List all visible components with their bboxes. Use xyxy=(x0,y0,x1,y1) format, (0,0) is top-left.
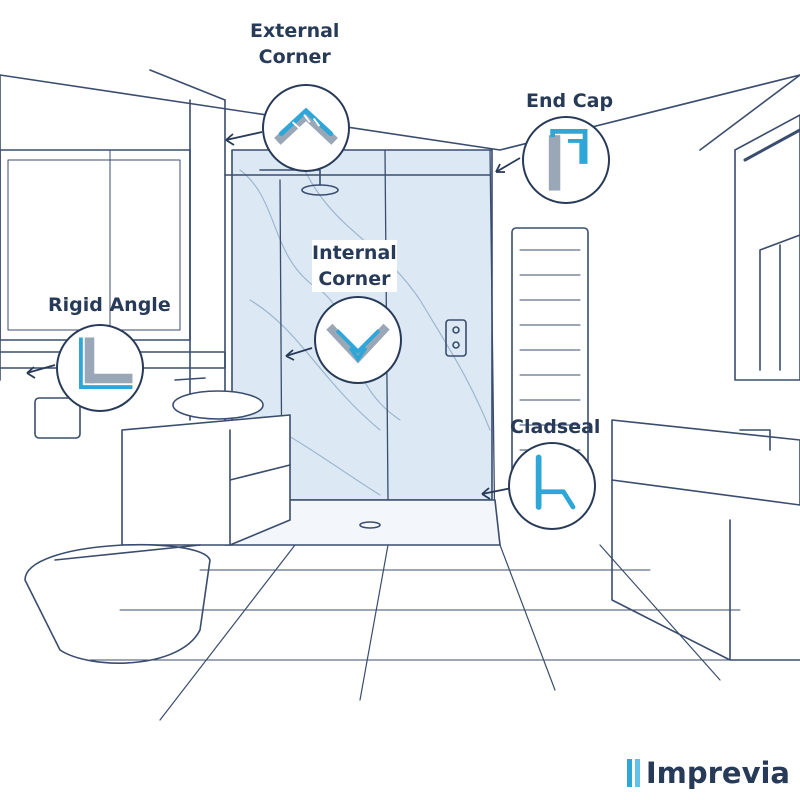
external-corner-label: External Corner xyxy=(250,20,340,68)
toilet xyxy=(24,543,211,664)
rigid-angle-label: Rigid Angle xyxy=(48,294,171,316)
internal-corner-label: Internal Corner xyxy=(312,240,397,292)
brand-mark-icon xyxy=(626,759,640,787)
vanity-unit xyxy=(121,414,291,546)
brand-name: Imprevia xyxy=(645,756,790,790)
external-corner-callout xyxy=(262,84,350,172)
end-cap-callout xyxy=(522,116,610,204)
external-corner-profile-icon xyxy=(274,107,338,145)
end-cap-profile-icon xyxy=(548,128,588,191)
internal-corner-profile-icon xyxy=(326,323,390,364)
rigid-angle-callout xyxy=(56,324,144,412)
end-cap-label: End Cap xyxy=(526,90,614,112)
cladseal-profile-icon xyxy=(535,454,576,510)
imprevia-logo: Imprevia xyxy=(626,756,790,790)
internal-corner-callout xyxy=(314,296,402,384)
cladseal-label: Cladseal xyxy=(510,416,601,438)
bath xyxy=(611,419,800,506)
cladseal-callout xyxy=(508,442,596,530)
rigid-angle-profile-icon xyxy=(79,337,133,389)
